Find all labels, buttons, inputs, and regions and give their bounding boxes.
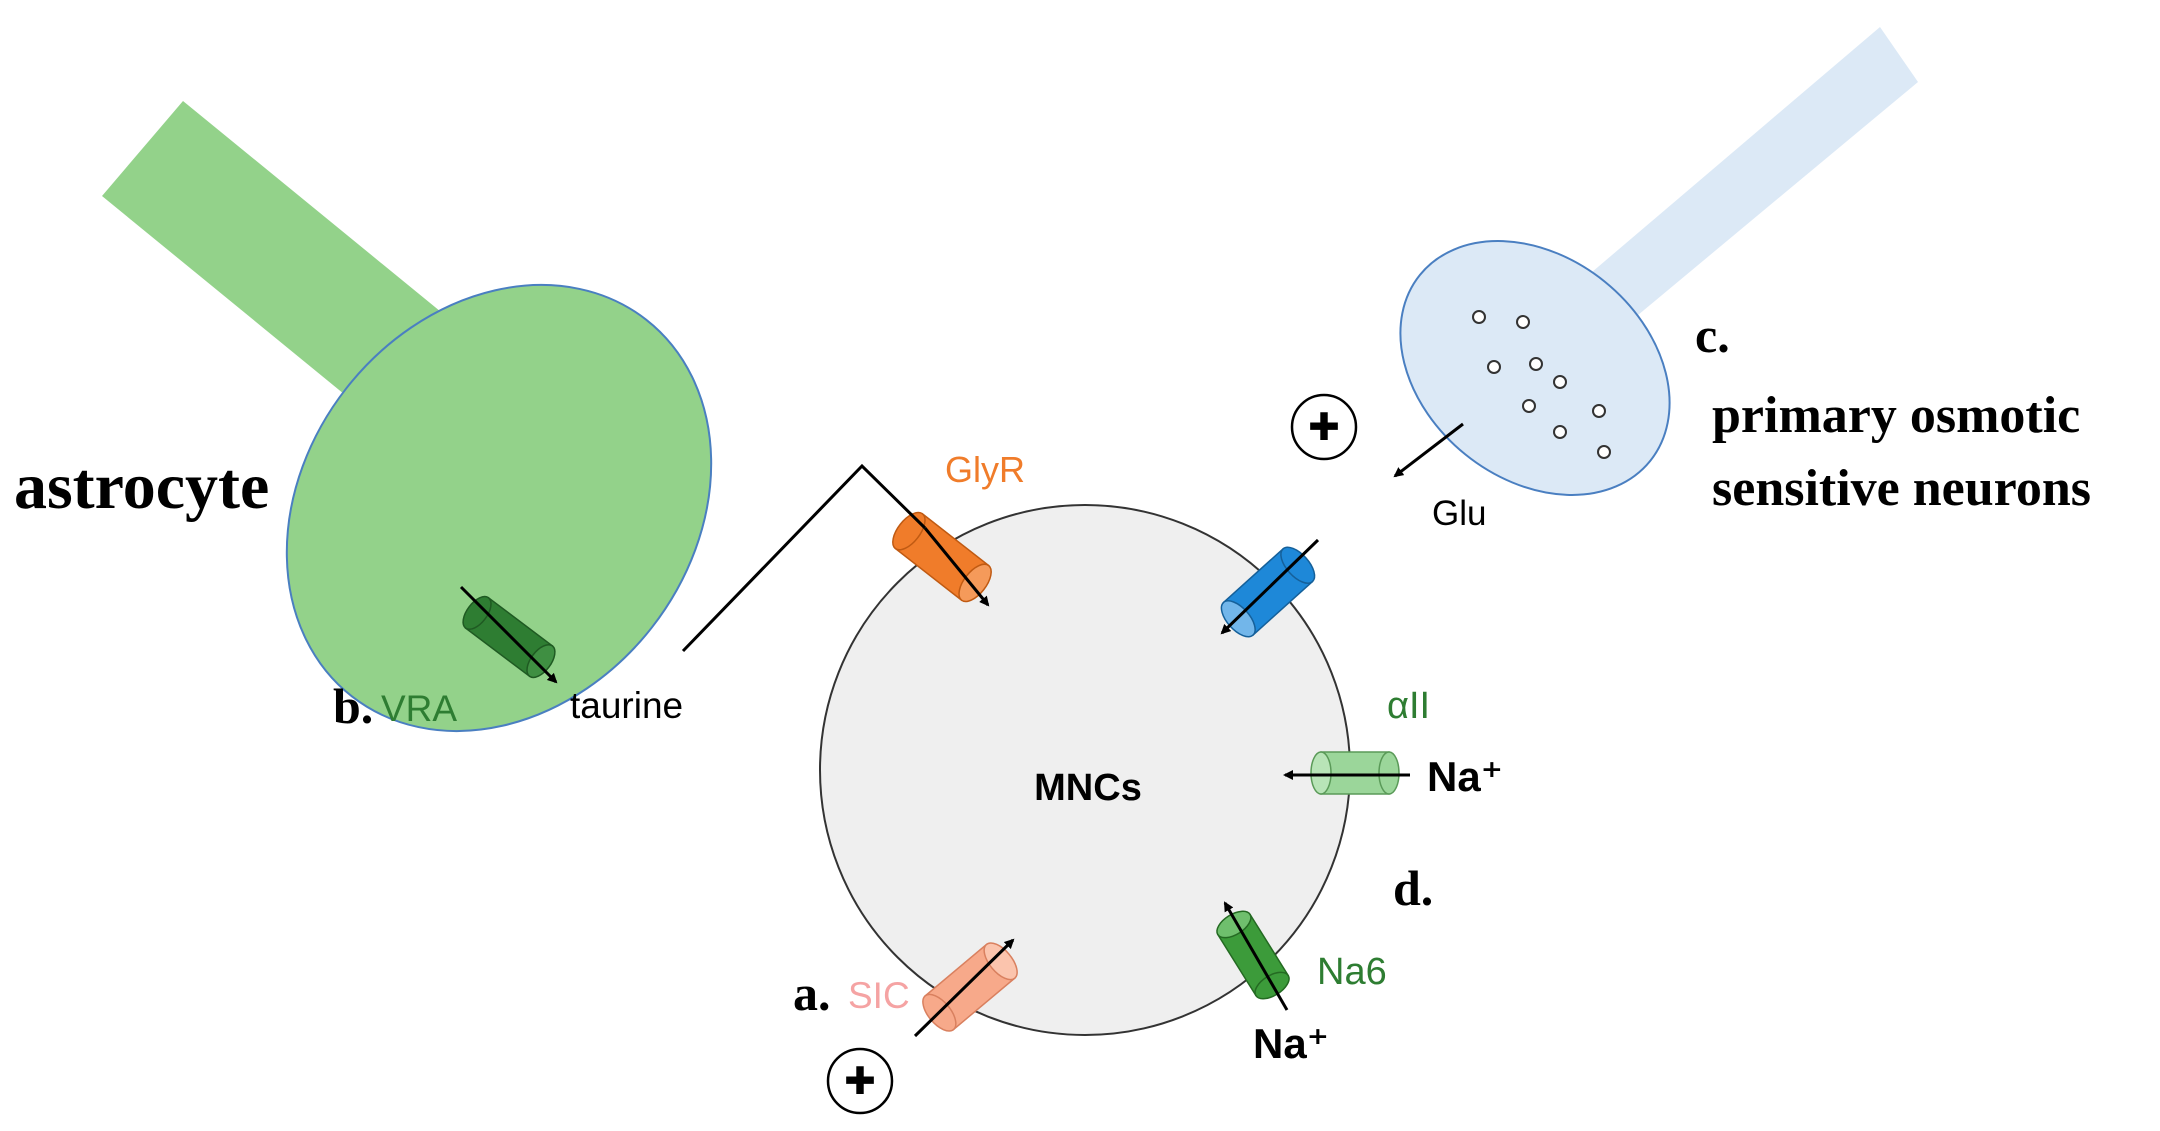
glyr-flux-arrow bbox=[923, 527, 990, 607]
neuron-process bbox=[1585, 27, 1918, 330]
sic-label: SIC bbox=[848, 975, 910, 1016]
d-label: d. bbox=[1393, 860, 1433, 916]
astrocyte-cell bbox=[102, 101, 713, 733]
plus-circle-glu: ✚ bbox=[1290, 393, 1358, 461]
vra-label: VRA bbox=[381, 688, 457, 729]
primary-osmotic-neuron bbox=[1399, 27, 1918, 496]
sic-flux-arrow bbox=[913, 938, 1015, 1038]
plus-symbol-top: ✚ bbox=[1308, 407, 1340, 449]
astrocyte-body bbox=[285, 283, 713, 733]
sic-channel bbox=[922, 942, 1018, 1032]
taurine-path-line bbox=[681, 463, 927, 653]
glyr-label: GlyR bbox=[945, 449, 1025, 490]
plus-symbol-bottom: ✚ bbox=[844, 1061, 876, 1103]
astrocyte-process bbox=[102, 101, 468, 430]
astrocyte-label: astrocyte bbox=[14, 450, 269, 523]
glu-receptor-arrow bbox=[1220, 538, 1320, 635]
alpha-ii-channel bbox=[1310, 751, 1400, 795]
primary-neurons-label-line2: sensitive neurons bbox=[1712, 460, 2091, 517]
glu-release-arrow bbox=[1393, 422, 1464, 478]
alpha-ii-label: αII bbox=[1387, 685, 1430, 727]
na-plus-bottom-label: Na⁺ bbox=[1253, 1020, 1329, 1067]
vra-prefix-label: b. bbox=[333, 678, 373, 734]
mncs-label: MNCs bbox=[1034, 767, 1142, 809]
glu-label: Glu bbox=[1432, 494, 1486, 533]
primary-neurons-label-line1: primary osmotic bbox=[1712, 387, 2080, 444]
na-plus-right-label: Na⁺ bbox=[1427, 753, 1503, 800]
plus-circle-sic: ✚ bbox=[826, 1047, 894, 1115]
na6-flux-arrow bbox=[1223, 901, 1289, 1011]
na6-label: Na6 bbox=[1317, 951, 1387, 993]
synaptic-vesicles bbox=[1472, 310, 1611, 459]
c-label: c. bbox=[1695, 307, 1730, 363]
taurine-label: taurine bbox=[570, 685, 683, 726]
sic-prefix-label: a. bbox=[793, 965, 831, 1021]
vra-flux-arrow bbox=[459, 585, 558, 684]
